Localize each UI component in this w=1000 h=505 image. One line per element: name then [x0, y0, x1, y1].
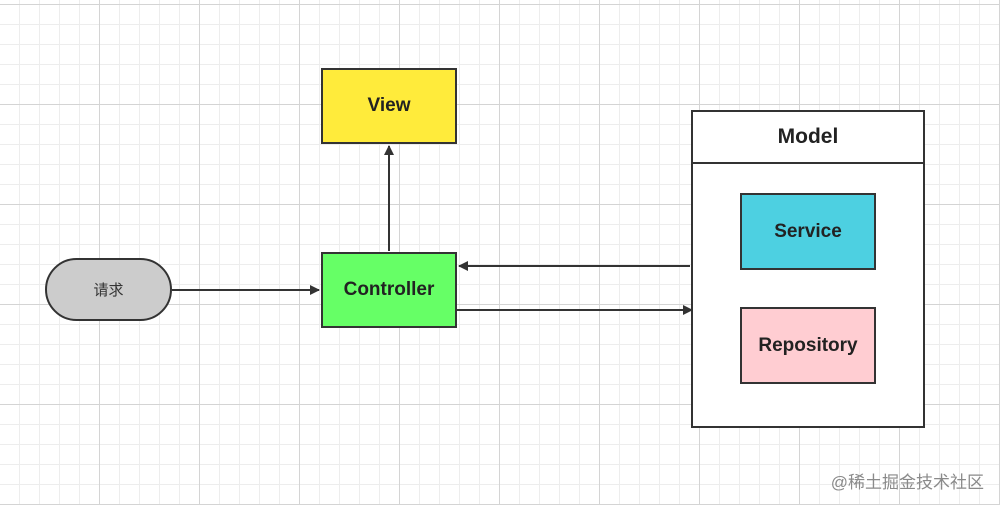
service-label: Service	[774, 220, 842, 242]
model-header: Model	[693, 112, 923, 164]
view-node: View	[321, 68, 457, 144]
controller-label: Controller	[343, 279, 435, 300]
repository-label: Repository	[758, 334, 858, 356]
watermark: @稀土掘金技术社区	[830, 473, 984, 492]
model-label: Model	[777, 125, 839, 148]
controller-node: Controller	[321, 252, 457, 328]
repository-node: Repository	[740, 307, 876, 384]
request-label: 请求	[93, 282, 124, 299]
view-label: View	[367, 95, 411, 116]
service-node: Service	[740, 193, 876, 270]
request-node: 请求	[45, 258, 172, 321]
